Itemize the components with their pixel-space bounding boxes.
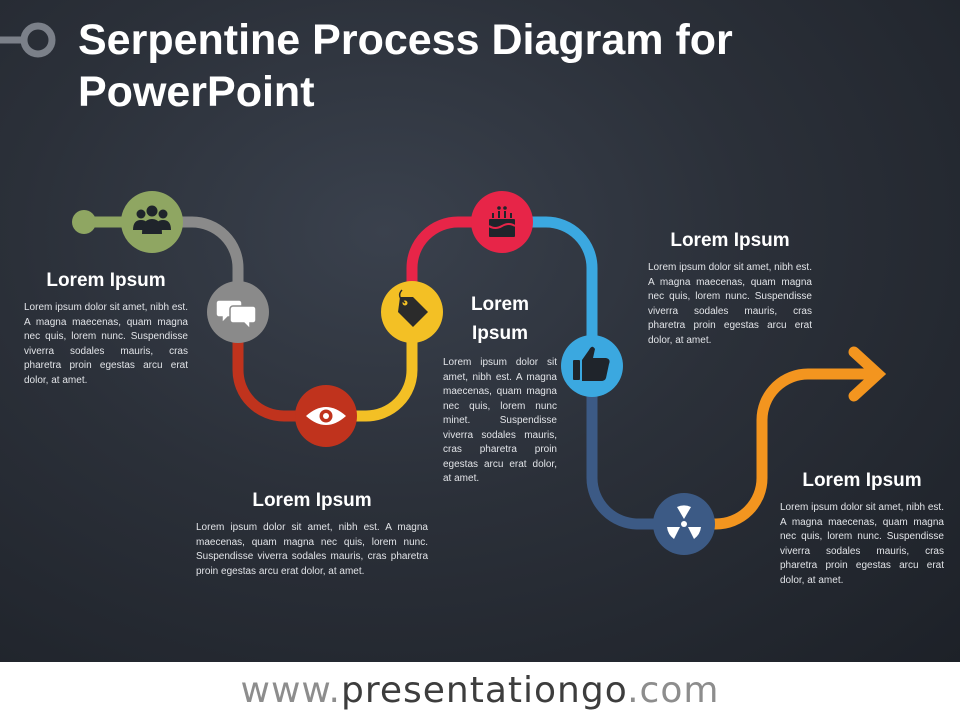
corner-ring-decoration [0, 22, 56, 58]
path-segment-red [232, 306, 332, 422]
block-heading: Lorem Ipsum [470, 294, 530, 344]
path-segment-navy [586, 360, 690, 530]
path-segment-blue [496, 216, 598, 372]
block-heading: Lorem Ipsum [252, 490, 372, 511]
footer-brand: presentationgo [341, 670, 628, 711]
eye-icon [306, 407, 346, 425]
users-icon [133, 205, 171, 234]
block-body: Lorem ipsum dolor sit amet, nibh est. A … [24, 302, 188, 386]
path-segment-gray [146, 216, 244, 318]
arrow-head [848, 346, 887, 402]
text-block-3: Lorem Ipsum Lorem ipsum dolor sit amet, … [443, 290, 557, 487]
radiation-icon [667, 505, 701, 539]
block-heading: Lorem Ipsum [802, 470, 922, 491]
block-body: Lorem ipsum dolor sit amet, nibh est. A … [780, 502, 944, 586]
text-block-1: Lorem Ipsum Lorem ipsum dolor sit amet, … [24, 266, 188, 388]
slide: Serpentine Process Diagram for PowerPoin… [0, 0, 960, 662]
block-heading: Lorem Ipsum [46, 270, 166, 291]
price-tag-icon [398, 289, 428, 327]
block-heading: Lorem Ipsum [670, 230, 790, 251]
footer-prefix: www. [240, 670, 341, 711]
text-block-5: Lorem Ipsum Lorem ipsum dolor sit amet, … [780, 466, 944, 588]
chat-bubbles-icon [215, 299, 257, 331]
serpentine-diagram [0, 22, 887, 555]
block-body: Lorem ipsum dolor sit amet, nibh est. A … [648, 262, 812, 346]
footer-url: www.presentationgo.com [0, 662, 960, 720]
text-block-4: Lorem Ipsum Lorem ipsum dolor sit amet, … [648, 226, 812, 348]
text-block-2: Lorem Ipsum Lorem ipsum dolor sit amet, … [196, 486, 428, 579]
path-start-dot [72, 210, 96, 234]
path-segment-yellow [320, 306, 418, 422]
block-body: Lorem ipsum dolor sit amet, nibh est. A … [196, 522, 428, 577]
block-body: Lorem ipsum dolor sit amet, nibh est. A … [443, 357, 557, 484]
footer-suffix: .com [627, 670, 720, 711]
path-segment-crimson [406, 216, 508, 318]
birthday-cake-icon [488, 206, 516, 237]
thumbs-up-icon [573, 346, 610, 381]
path-segment-orange [678, 368, 878, 530]
page-title: Serpentine Process Diagram for PowerPoin… [78, 16, 733, 116]
